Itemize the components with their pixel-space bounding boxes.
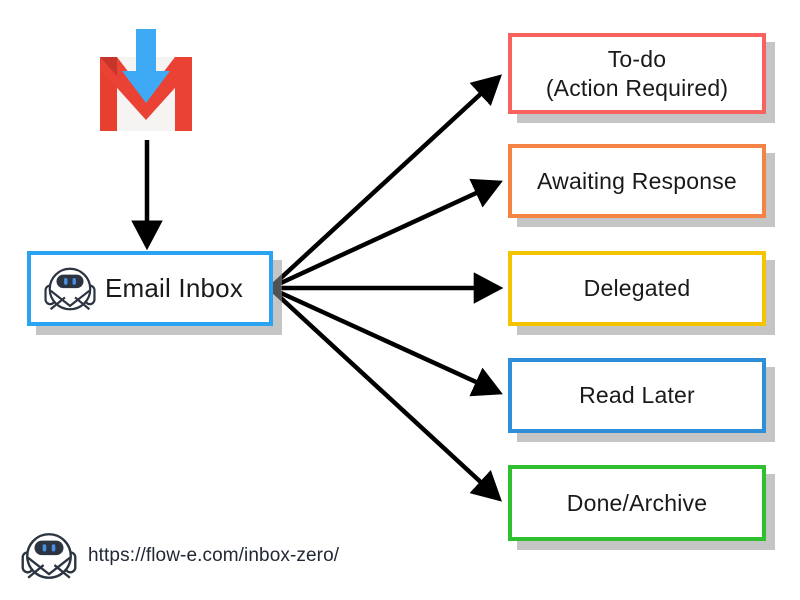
category-box-to-do[interactable]: To-do (Action Required) xyxy=(508,33,766,114)
gmail-envelope-icon xyxy=(100,29,192,131)
robot-envelope-icon xyxy=(21,533,77,579)
gmail-source-logo xyxy=(92,27,200,139)
category-box-awaiting-response[interactable]: Awaiting Response xyxy=(508,144,766,218)
category-label-done-archive: Done/Archive xyxy=(566,489,708,516)
arrow-inbox-to-done-archive xyxy=(268,286,502,502)
footer-branding: https://flow-e.com/inbox-zero/ xyxy=(20,527,339,585)
category-label-read-later: Read Later xyxy=(579,382,695,409)
category-label-delegated: Delegated xyxy=(583,275,691,302)
category-label-to-do: To-do (Action Required) xyxy=(545,46,729,101)
email-inbox-node[interactable]: Email Inbox xyxy=(27,251,273,326)
arrow-inbox-to-awaiting-response xyxy=(269,178,503,291)
category-label-awaiting-response: Awaiting Response xyxy=(537,167,737,194)
arrow-inbox-to-read-later xyxy=(269,285,503,397)
arrow-inbox-to-to-do xyxy=(268,74,502,290)
robot-envelope-icon xyxy=(44,267,96,310)
source-url-text: https://flow-e.com/inbox-zero/ xyxy=(88,545,340,566)
email-inbox-label: Email Inbox xyxy=(105,273,244,303)
category-box-delegated[interactable]: Delegated xyxy=(508,251,766,326)
category-box-read-later[interactable]: Read Later xyxy=(508,358,766,433)
category-box-done-archive[interactable]: Done/Archive xyxy=(508,465,766,541)
download-arrow-icon xyxy=(122,29,170,103)
